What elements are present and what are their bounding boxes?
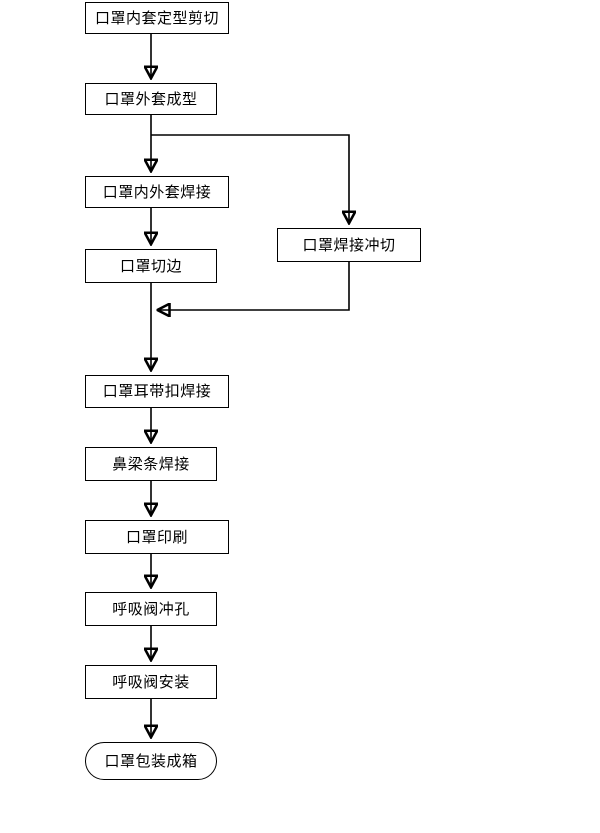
process-node-valve-hole-punching[interactable]: 呼吸阀冲孔 xyxy=(85,592,217,626)
process-node-edge-trimming[interactable]: 口罩切边 xyxy=(85,249,217,283)
node-label: 呼吸阀安装 xyxy=(112,672,190,691)
node-label: 口罩内外套焊接 xyxy=(102,182,212,201)
process-node-nose-bridge-welding[interactable]: 鼻梁条焊接 xyxy=(85,447,217,481)
node-label: 口罩包装成箱 xyxy=(104,751,198,770)
process-node-weld-punch-cut[interactable]: 口罩焊接冲切 xyxy=(277,228,421,262)
node-label: 鼻梁条焊接 xyxy=(112,454,190,473)
node-label: 呼吸阀冲孔 xyxy=(112,599,190,618)
edge-n4-n6 xyxy=(158,262,350,310)
process-node-valve-installation[interactable]: 呼吸阀安装 xyxy=(85,665,217,699)
node-label: 口罩外套成型 xyxy=(104,89,198,108)
node-label: 口罩内套定型剪切 xyxy=(94,8,219,27)
process-node-mask-printing[interactable]: 口罩印刷 xyxy=(85,520,229,554)
edge-n2-n4 xyxy=(151,134,349,222)
process-node-earloop-buckle-welding[interactable]: 口罩耳带扣焊接 xyxy=(85,375,229,408)
node-label: 口罩切边 xyxy=(119,256,182,275)
node-label: 口罩耳带扣焊接 xyxy=(102,382,212,400)
process-node-inner-shell-cut[interactable]: 口罩内套定型剪切 xyxy=(85,2,229,34)
node-label: 口罩焊接冲切 xyxy=(302,235,396,254)
process-node-inner-outer-welding[interactable]: 口罩内外套焊接 xyxy=(85,176,229,208)
process-node-outer-shell-forming[interactable]: 口罩外套成型 xyxy=(85,83,217,115)
terminal-node-packaging-boxing[interactable]: 口罩包装成箱 xyxy=(85,742,217,780)
node-label: 口罩印刷 xyxy=(125,527,188,546)
